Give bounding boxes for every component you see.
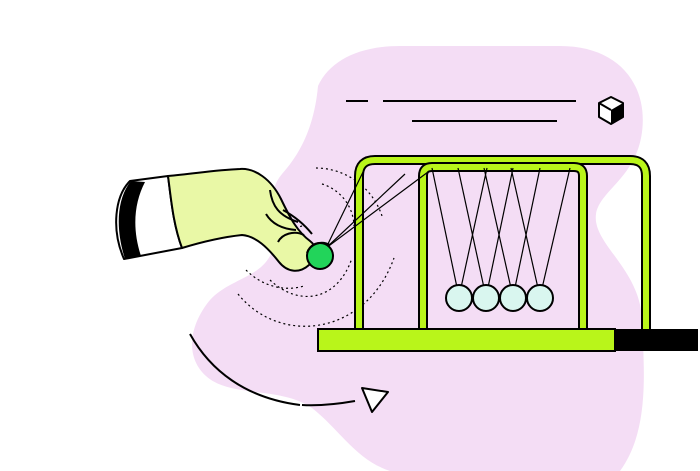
cradle-ball — [472, 284, 500, 312]
cradle-balls — [445, 284, 554, 312]
background-blob — [192, 46, 644, 471]
hand-shape — [167, 167, 317, 272]
newtons-cradle-icon — [317, 155, 698, 352]
cube-icon — [598, 96, 624, 125]
cradle-ball — [499, 284, 527, 312]
arrowhead-icon — [361, 387, 389, 413]
cradle-ball — [445, 284, 473, 312]
cradle-base-shadow — [614, 329, 698, 351]
hand-icon — [115, 167, 317, 272]
cradle-base — [317, 328, 616, 352]
header-lines — [346, 100, 576, 122]
motion-arc — [189, 333, 389, 413]
cradle-ball — [526, 284, 554, 312]
